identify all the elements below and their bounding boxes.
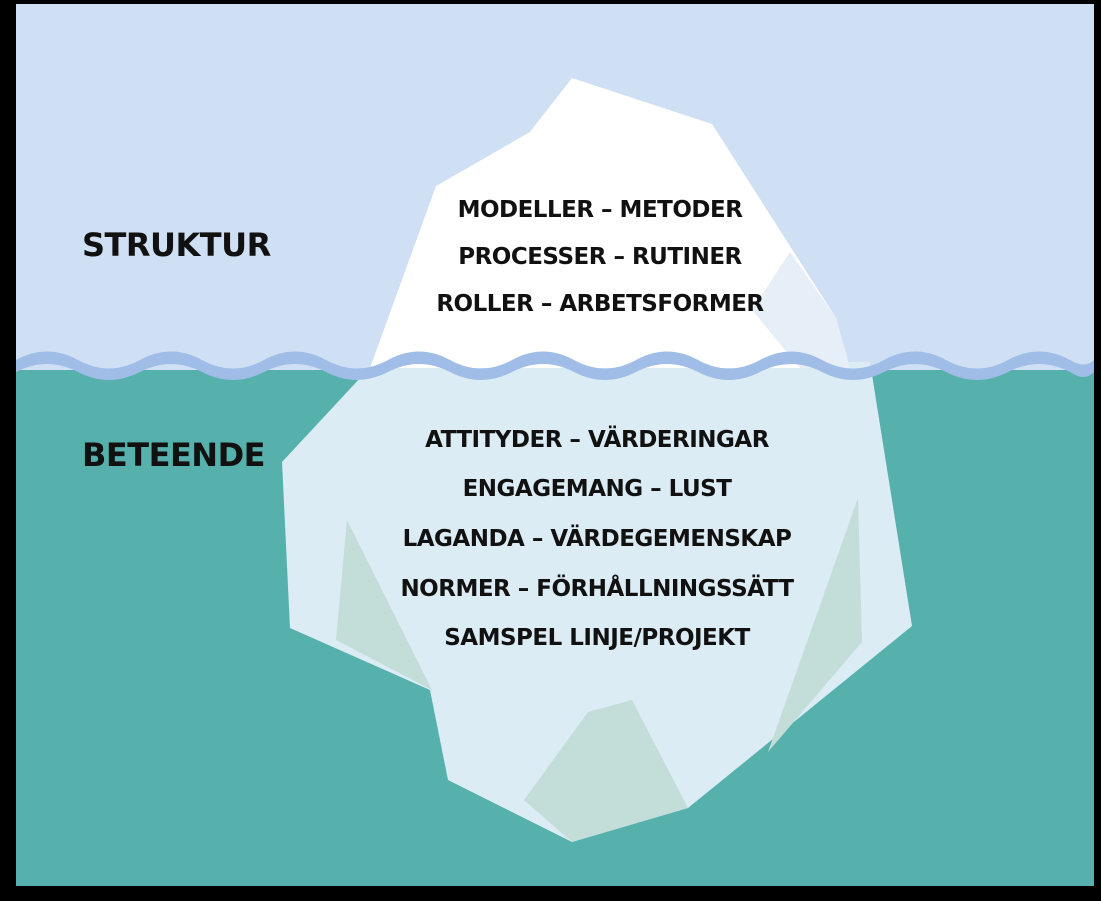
iceberg-shade-left [336,520,432,690]
iceberg-shade-right [768,498,862,752]
above-item: MODELLER – METODER [458,197,744,223]
below-item: SAMSPEL LINJE/PROJEKT [444,625,750,651]
below-item: ATTITYDER – VÄRDERINGAR [425,425,770,453]
label-beteende: BETEENDE [82,436,265,474]
label-struktur: STRUKTUR [82,226,271,264]
iceberg-underwater [282,362,912,842]
above-item: ROLLER – ARBETSFORMER [436,291,764,317]
waterline-wave [16,351,1094,380]
iceberg-shade-bottom [524,700,688,842]
iceberg-tip [370,78,850,368]
iceberg-tip-shade [752,252,850,368]
below-item: ENGAGEMANG – LUST [463,476,733,502]
below-item: NORMER – FÖRHÅLLNINGSSÄTT [400,574,794,602]
below-item: LAGANDA – VÄRDEGEMENSKAP [403,524,792,552]
above-item: PROCESSER – RUTINER [458,244,742,270]
